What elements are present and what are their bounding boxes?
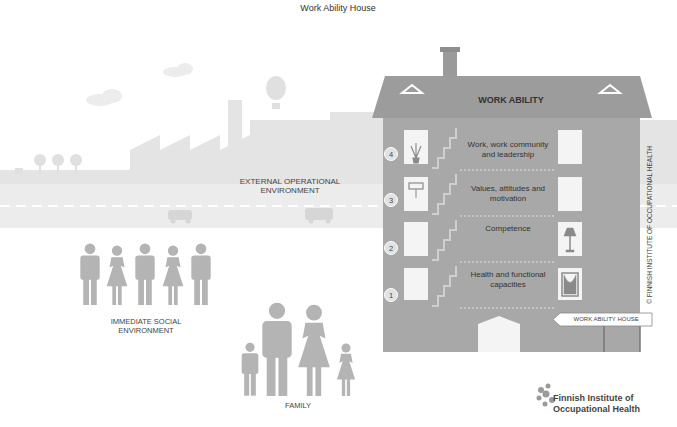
floor-band: Competence (461, 224, 555, 234)
environment-label: IMMEDIATE SOCIAL ENVIRONMENT (96, 317, 196, 335)
vans (168, 208, 333, 224)
house-body (383, 118, 640, 352)
family-people (242, 303, 355, 396)
node-text: Competence (461, 224, 555, 234)
floor-band: Work, work community and leadership (461, 140, 555, 159)
node-text: WORK ABILITY (436, 95, 586, 106)
stairs (432, 128, 456, 306)
trees (15, 154, 82, 174)
dormers (402, 85, 620, 93)
group-label: FAMILY (285, 401, 311, 410)
sign-text: WORK ABILITY HOUSE (574, 316, 639, 323)
logo-text: Finnish Institute of Occupational Health (553, 393, 653, 415)
callout-number: 1 (389, 291, 393, 300)
door (478, 316, 520, 352)
balloon (266, 76, 286, 109)
copyright: © FINNISH INSTITUTE OF OCCUPATIONAL HEAL… (646, 146, 654, 304)
social-people (80, 243, 210, 305)
floor-band: Health and functional capacities (461, 270, 555, 289)
floor-number-circles (385, 148, 398, 302)
clouds (86, 63, 193, 106)
node-text: Values, attitudes and motivation (461, 184, 555, 203)
roof-band: WORK ABILITY (436, 95, 586, 106)
node-text: Work, work community and leadership (461, 140, 555, 159)
callout-number: 4 (389, 150, 393, 159)
environment-label: EXTERNAL OPERATIONAL ENVIRONMENT (230, 177, 350, 196)
institute-logo (537, 384, 556, 407)
floor-band: Values, attitudes and motivation (461, 184, 555, 203)
house-sign (553, 313, 652, 352)
title: Work Ability House (300, 3, 375, 14)
chimney-cap (440, 47, 460, 52)
node-text: Health and functional capacities (461, 270, 555, 289)
window-icons (409, 143, 578, 296)
callout-number: 2 (389, 244, 393, 253)
floor-lines (460, 170, 556, 308)
roof (372, 76, 652, 118)
windows (404, 130, 582, 300)
callout-number: 3 (389, 196, 393, 205)
chimney (443, 50, 457, 78)
